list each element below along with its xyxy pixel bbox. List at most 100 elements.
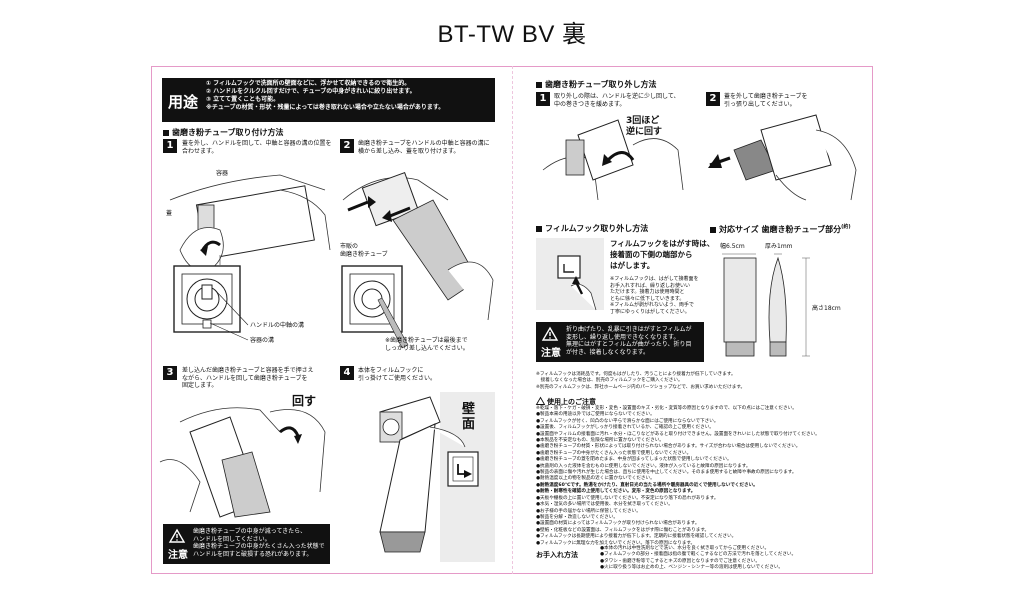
- label-reverse-line: 3回ほど: [626, 116, 660, 126]
- use-lines: ① フィルムフックで洗面所の壁面などに、浮かせて収納できるので衛生的。 ② ハン…: [206, 80, 491, 112]
- size-thickness: 厚み1mm: [765, 243, 793, 250]
- step-2-line: 横から差し込み、蓋を取り付けます。: [358, 147, 460, 155]
- rstep-2-line: 引っ張り出してください。: [724, 100, 796, 108]
- usage-note-line: ●歯磨き粉チューブの中身がたくさん入った状態で使用しないでください。: [536, 450, 692, 456]
- film-caution-box: 注意 折り曲げたり、乱暴に引きはがすとフィルムが 変形し、繰り返し使用できなくな…: [536, 322, 704, 362]
- film-notes-line: 接着しなくなった場合は、別売のフィルムフックをご購入ください。: [536, 378, 683, 384]
- usage-note-line: ●耐熱温度60℃です。熱湯をかけたり、直射日光の当たる場所や暖房器具の近くで使用…: [536, 482, 758, 488]
- rstep-1-text: 取り外しの際は、ハンドルを逆に少し回して、 中の巻きつきを緩めます。: [554, 93, 704, 108]
- usage-note-line: ●製品の表面に傷や汚れが生じた場合は、直ちに使用を中止してください。そのまま使用…: [536, 470, 797, 476]
- usage-note-line: ●フィルムフックに無理な力を加えないでください。落下の原因になります。: [536, 540, 696, 546]
- step-3-line: ながら、ハンドルを回して歯磨き粉チューブを: [182, 374, 308, 382]
- size-heading-text: 対応サイズ 歯磨き粉チューブ部分: [719, 225, 842, 234]
- warning-triangle-icon: [535, 396, 546, 405]
- usage-note-line: ●フィルムフックは長期使用により接着力が低下します。定期的に接着状態を確認してく…: [536, 534, 737, 540]
- film-heading: フィルムフック取り外し方法: [536, 223, 648, 234]
- film-bold-line: フィルムフックをはがす時は、: [610, 239, 715, 248]
- film-note-line: 丁寧にゆっくりはがしてください。: [610, 308, 690, 315]
- usage-note-line: ●天板や棚板の上に置いて使用しないでください。不安定になり落下の恐れがあります。: [536, 495, 719, 501]
- use-line: ② ハンドルをクルクル回すだけで、チューブの中身がきれいに絞り出せます。: [206, 88, 416, 95]
- usage-note-line: ●製品本来の用途以外ではご使用にならないでください。: [536, 412, 655, 418]
- usage-note-line: ●耐熱温度以上の物を製品の近くに置かないでください。: [536, 476, 655, 482]
- label-wall: 壁 面: [462, 402, 475, 432]
- usage-note-line: ●お子様の手の届かない場所に保管してください。: [536, 508, 641, 514]
- usage-note-line: ●歯磨き粉チューブの材質・形状によっては取り付けられない場合があります。サイズが…: [536, 444, 801, 450]
- step-2-note-line: ※歯磨き粉チューブは最後まで: [385, 337, 468, 344]
- film-bold-line: はがします。: [610, 261, 655, 270]
- step-1-number: 1: [163, 139, 177, 153]
- square-bullet-icon: [536, 82, 542, 88]
- rstep-2-number: 2: [706, 92, 720, 106]
- use-line: ※チューブの材質・形状・残量によっては巻き取れない場合や立たない場合があります。: [206, 104, 445, 111]
- film-bold-text: フィルムフックをはがす時は、 接着面の下側の端部から はがします。: [610, 238, 714, 271]
- film-notes-line: ※フィルムフックは消耗品です。何度もはがしたり、汚うことにより接着力が低下してい…: [536, 372, 736, 377]
- usage-note-line: ●設置後、フィルムフックがしっかり接着されているか、ご確認の上ご使用ください。: [536, 425, 714, 431]
- film-caution-line: が付き、接着しなくなります。: [566, 348, 649, 356]
- step-1-text: 蓋を外し、ハンドルを回して、中軸と容器の溝の位置を 合わせます。: [182, 140, 332, 155]
- usage-note-line: ●壁紙・化粧板などの設置面は、フィルムフックをはがす際に傷むことがあります。: [536, 527, 710, 533]
- rstep-1-illustration: [542, 119, 684, 201]
- step-1-line: 蓋を外し、ハンドルを回して、中軸と容器の溝の位置を: [182, 140, 332, 147]
- usage-note-line: ●耐熱・耐寒性を確認の上使用してください。変形・変色の原因となります。: [536, 489, 696, 495]
- usage-note-line: ●設置面の材質によってはフィルムフックが取り付けられない場合があります。: [536, 521, 700, 527]
- film-caution-line: 無理にはがすとフィルムが曲がったり、折り目: [566, 341, 692, 348]
- attach-heading-text: 歯磨き粉チューブ取り付け方法: [172, 128, 284, 137]
- step-3-number: 3: [163, 366, 177, 380]
- label-turn: 回す: [292, 394, 317, 408]
- usage-note-line: ※乾燥・落下・ケガ・破損・変形・変色・設置面のキズ・劣化・変質等の原因となります…: [536, 406, 797, 411]
- film-note-line: お手入れすれば、繰り返しお使いい: [610, 282, 691, 289]
- step-2-line: 歯磨き粉チューブをハンドルの中軸と容器の溝に: [358, 140, 490, 147]
- film-note-line: ※フィルムフックは、はがして接着面を: [610, 276, 699, 282]
- caution-line: ハンドルを回してください。: [193, 535, 271, 543]
- film-note-line: ※フィルムが剥がれないよう、両手で: [610, 302, 694, 308]
- care-note-line: ●フィルムフックの部分・接着面は指の腹で軽くこするなどの方法で汚れを落としてくだ…: [600, 552, 797, 558]
- caution-line: 歯磨き粉チューブの中身がたくさん入った状態で: [193, 543, 325, 550]
- step-2-text: 歯磨き粉チューブをハンドルの中軸と容器の溝に 横から差し込み、蓋を取り付けます。: [358, 140, 498, 155]
- step-4-line: 引っ掛けてご使用ください。: [358, 374, 437, 382]
- usage-note-line: ●抗菌剤の入った液体を含むものに使用しないでください。液体が入っていると故障の原…: [536, 463, 751, 469]
- care-notes: ●本体の汚れは中性洗剤などで洗い、水分を良く拭き取ってからご使用ください。 ●フ…: [600, 546, 796, 572]
- film-caution-text: 折り曲げたり、乱暴に引きはがすとフィルムが 変形し、繰り返し使用できなくなります…: [566, 326, 702, 356]
- use-line: ① フィルムフックで洗面所の壁面などに、浮かせて収納できるので衛生的。: [206, 80, 411, 87]
- film-notes: ※フィルムフックは消耗品です。何度もはがしたり、汚うことにより接着力が低下してい…: [536, 372, 745, 391]
- usage-heading-text: 使用上のご注意: [547, 398, 596, 406]
- step-3-line: 差し込んだ歯磨き粉チューブと容器を手で押さえ: [182, 367, 314, 374]
- label-tube: 市販の 歯磨き粉チューブ: [340, 243, 388, 258]
- film-note-line: ともに徐々に低下していきます。: [610, 295, 685, 302]
- film-caution-label: 注意: [541, 348, 561, 359]
- attach-heading: 歯磨き粉チューブ取り付け方法: [163, 127, 284, 138]
- square-bullet-icon: [536, 226, 542, 232]
- step-4-number: 4: [340, 366, 354, 380]
- size-width: 幅6.5cm: [720, 243, 745, 250]
- rstep-1-line: 取り外しの際は、ハンドルを逆に少し回して、: [554, 93, 680, 100]
- film-note-line: ただけます。接着力は使用時間と: [610, 289, 685, 295]
- care-note-line: ●本体の汚れは中性洗剤などで洗い、水分を良く拭き取ってからご使用ください。: [600, 546, 770, 551]
- label-axis-groove: ハンドルの中軸の溝: [250, 322, 305, 329]
- rstep-1-line: 中の巻きつきを緩めます。: [554, 100, 626, 108]
- rstep-1-number: 1: [536, 92, 550, 106]
- care-note-line: ●タワシ・歯磨き粉等でこするとキズの原因となりますのでご注意ください。: [600, 558, 760, 564]
- rstep-2-text: 蓋を外して歯磨き粉チューブを 引っ張り出してください。: [724, 93, 854, 108]
- label-tube-line: 歯磨き粉チューブ: [340, 250, 388, 258]
- film-heading-text: フィルムフック取り外し方法: [545, 224, 649, 233]
- step-2-note: ※歯磨き粉チューブは最後まで しっかり差し込んでください。: [385, 337, 469, 352]
- warning-triangle-icon: [541, 326, 559, 341]
- usage-note-line: ●製品を分解・改造しないでください。: [536, 514, 618, 520]
- label-reverse-line: 逆に回す: [626, 127, 663, 137]
- rstep-2-illustration: [708, 114, 857, 201]
- size-heading: 対応サイズ 歯磨き粉チューブ部分(約): [710, 223, 851, 235]
- square-bullet-icon: [163, 130, 169, 136]
- fold-line: [512, 66, 513, 574]
- label-wall-char: 面: [462, 417, 476, 432]
- step-3-line: 固定します。: [182, 382, 218, 389]
- film-caution-line: 折り曲げたり、乱暴に引きはがすとフィルムが: [566, 326, 692, 333]
- remove-heading: 歯磨き粉チューブ取り外し方法: [536, 79, 657, 90]
- film-notes-line: ※別売のフィルムフックは、弊社ホームページ内のパーツショップなどで、お買い求めい…: [536, 384, 746, 390]
- usage-note-line: ●設置面やフィルムの接着面に汚れ・水分・ほこりなどがあると取り付けできません。設…: [536, 431, 820, 437]
- care-note-line: ●火に取り扱う等はお止めの上、ベンジン・シンナー等の溶剤は使用しないでください。: [600, 565, 784, 571]
- step-3-text: 差し込んだ歯磨き粉チューブと容器を手で押さえ ながら、ハンドルを回して歯磨き粉チ…: [182, 367, 332, 390]
- use-label: 用途: [168, 93, 199, 111]
- caution-line: 歯磨き粉チューブの中身が減ってきたら、: [193, 528, 307, 535]
- step-4-text: 本体をフィルムフックに 引っ掛けてご使用ください。: [358, 367, 468, 382]
- step-4-line: 本体をフィルムフックに: [358, 367, 424, 374]
